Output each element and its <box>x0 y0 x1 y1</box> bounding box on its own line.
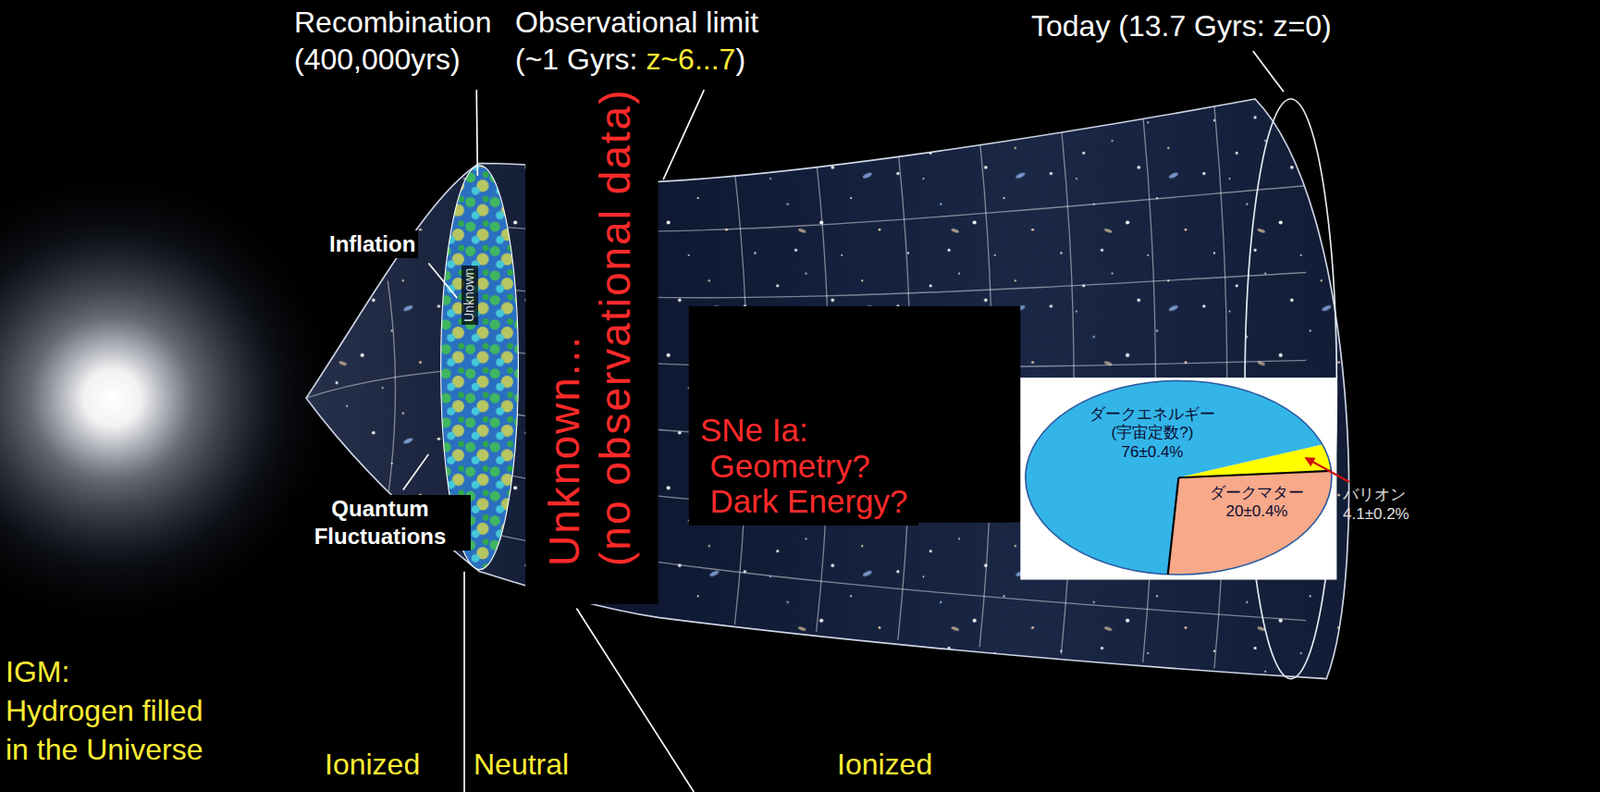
redshift-value: z~6...7 <box>645 42 736 76</box>
pie-label: バリオン <box>1342 485 1406 505</box>
label-holder: バリオン <box>1342 485 1406 505</box>
pie-slice: ダークマター20±0.4% <box>1209 483 1305 522</box>
epoch-label: Today (13.7 Gyrs: z=0) <box>1031 7 1332 45</box>
label-line: (~1 Gyrs:z~6...7) <box>515 40 759 78</box>
label-holder: Ionized <box>836 745 933 783</box>
note-box: SNe Ia:Geometry?Dark Energy? <box>689 406 919 526</box>
note-label: (no observational data) <box>591 87 640 567</box>
pie-text: (宇宙定数?) <box>1089 423 1216 443</box>
note-text: Dark Energy? <box>700 483 908 520</box>
note-text: SNe Ia: <box>700 412 908 449</box>
label-holder: Recombination (400,000yrs) <box>294 3 503 78</box>
epoch-label: Recombination (400,000yrs) <box>294 3 503 78</box>
pie-text: ダークエネルギー <box>1089 405 1216 424</box>
note-label: Unknown... <box>541 334 589 567</box>
epoch-label: ) <box>735 42 746 76</box>
epoch-label: Observational limit <box>515 3 759 41</box>
label-holder: Neutral <box>473 745 569 783</box>
state-label: Neutral <box>473 745 569 783</box>
pie-text: 76±0.4% <box>1089 443 1216 462</box>
label-holder: Hydrogen filled in the Universe <box>5 691 221 769</box>
igm-label: Hydrogen filled in the Universe <box>5 691 221 769</box>
label-holder: Today (13.7 Gyrs: z=0) <box>1031 7 1332 45</box>
state-label: Ionized <box>324 745 420 783</box>
label-holder: Unknown <box>461 265 479 325</box>
figure-label: Unknown <box>461 265 479 325</box>
label-holder: Quantum Fluctuations <box>289 494 471 551</box>
state-label: Ionized <box>836 745 933 783</box>
note-text: Geometry? <box>700 448 908 485</box>
figure-label: Inflation <box>326 230 419 259</box>
label-holder: IGM: <box>5 652 70 690</box>
label-holder: 4.1±0.2% <box>1342 504 1410 524</box>
label-holder: (no observational data) <box>591 87 640 567</box>
pie-label: 4.1±0.2% <box>1342 504 1410 524</box>
label-holder: Ionized <box>324 745 420 783</box>
label-holder: Observational limit(~1 Gyrs:z~6...7) <box>515 3 759 78</box>
epoch-label: (~1 Gyrs: <box>515 42 638 76</box>
label-holder: Inflation <box>326 230 419 259</box>
label-holder: Unknown... <box>541 334 589 567</box>
pie-text: 20±0.4% <box>1209 502 1305 521</box>
pie-text: ダークマター <box>1209 483 1305 503</box>
figure-label: Quantum Fluctuations <box>289 494 471 551</box>
igm-label: IGM: <box>5 652 70 690</box>
pie-slice: ダークエネルギー(宇宙定数?)76±0.4% <box>1089 405 1216 462</box>
